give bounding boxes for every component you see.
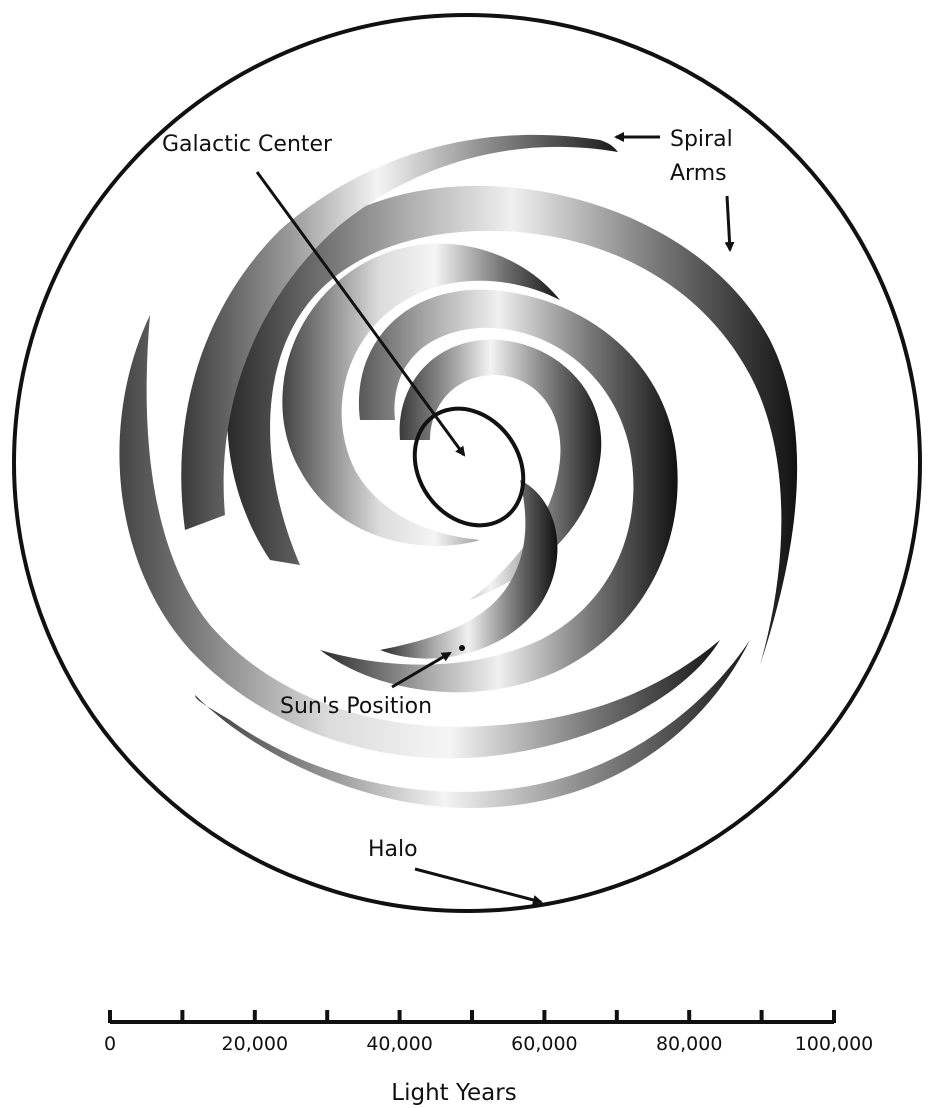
scale-bar-tick-labels: 0 20,000 40,000 60,000 80,000 100,000 [104, 1033, 873, 1055]
scale-bar-title: Light Years [391, 1080, 516, 1106]
sun-dot [459, 645, 465, 651]
scale-bar-tick-label: 80,000 [656, 1033, 722, 1055]
galactic-center-label: Galactic Center [162, 132, 333, 157]
scale-bar: 0 20,000 40,000 60,000 80,000 100,000 Light Y… [104, 1010, 873, 1106]
scale-bar-tick-label: 20,000 [222, 1033, 288, 1055]
scale-bar-tick-label: 40,000 [366, 1033, 432, 1055]
sun-position-label: Sun's Position [280, 694, 432, 719]
scale-bar-tick-label: 0 [104, 1033, 116, 1055]
scale-bar-tick-label: 60,000 [511, 1033, 577, 1055]
spiral-arms-label-line1: Spiral [670, 127, 733, 152]
halo-label: Halo [368, 837, 418, 862]
spiral-arms-label-line2: Arms [670, 161, 727, 186]
scale-bar-tick-label: 100,000 [795, 1033, 874, 1055]
